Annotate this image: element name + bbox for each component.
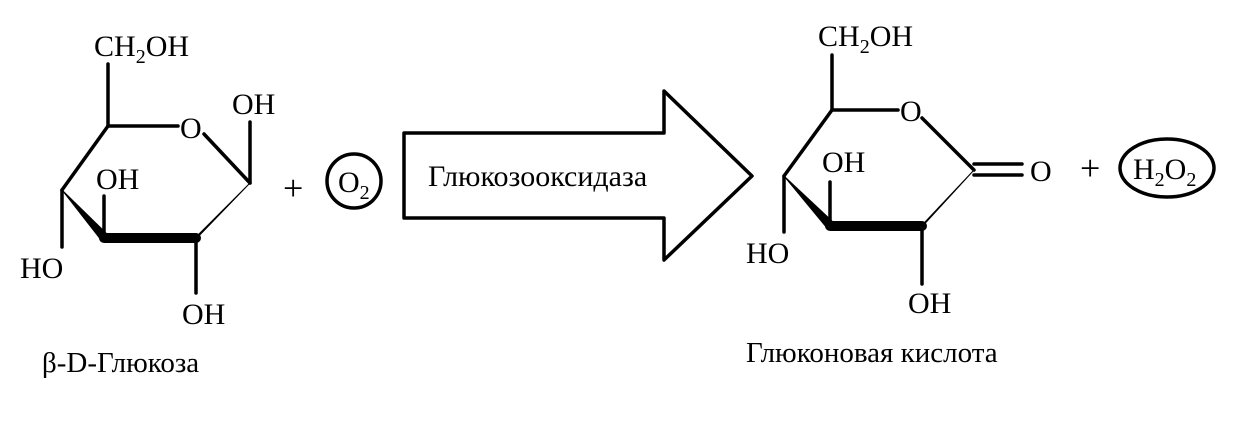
c4-ho-label: HO (20, 252, 63, 285)
p-c4-ho-label: HO (746, 237, 789, 270)
gluconic-acid-structure: CH2OH O O OH HO OH (746, 20, 1052, 320)
p-c3-oh-label: OH (822, 146, 865, 179)
oxygen-circle (325, 152, 383, 210)
p-ch2oh-label: CH2OH (818, 20, 913, 58)
p-ring-oxygen-c1-bond (920, 116, 976, 172)
product-name: Глюконовая кислота (746, 337, 998, 369)
oxygen-formula: O2 (338, 166, 370, 204)
p-c2-oh-label: OH (908, 287, 951, 320)
plus-sign-2: + (1080, 148, 1100, 188)
ring-oxygen-label: O (180, 112, 202, 145)
enzyme-label: Глюкозооксидаза (428, 160, 647, 193)
c1-oh-label: OH (232, 88, 275, 121)
c2-c1-wedge-bond (192, 182, 251, 243)
ring-oxygen-c1-bond (202, 132, 252, 185)
p-c4-c3-wedge-bond (783, 175, 833, 229)
c3-oh-label: OH (96, 163, 139, 196)
c5-c4-bond (60, 124, 110, 192)
p-carbonyl-oxygen-label: O (1030, 155, 1052, 188)
c2-oh-label: OH (182, 298, 225, 331)
peroxide-ellipse (1118, 137, 1216, 199)
peroxide-formula: H2O2 (1133, 153, 1196, 191)
beta-d-glucose-structure: CH2OH O OH OH HO OH (20, 30, 275, 331)
p-c5-c4-bond (782, 108, 834, 178)
plus-sign-1: + (283, 168, 303, 208)
p-c2-c1-wedge-bond (918, 169, 975, 231)
ch2oh-label: CH2OH (94, 30, 189, 68)
c4-c3-wedge-bond (61, 189, 107, 241)
reactant-name: β-D-Глюкоза (42, 347, 199, 379)
p-ring-oxygen-label: O (900, 95, 922, 128)
reaction-arrow (402, 89, 754, 262)
